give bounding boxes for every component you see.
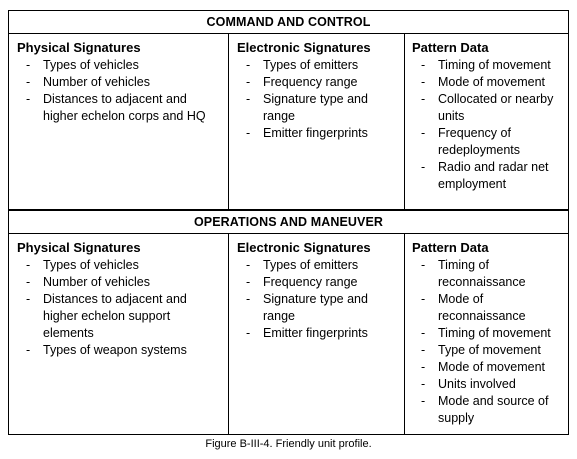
list-item: Types of emitters	[237, 257, 398, 274]
list-item: Frequency range	[237, 74, 398, 91]
list-item: Types of emitters	[237, 57, 398, 74]
section-title: OPERATIONS AND MANEUVER	[9, 211, 568, 234]
list-item: Timing of movement	[412, 57, 562, 74]
list-item: Radio and radar net employment	[412, 159, 562, 193]
column-heading: Physical Signatures	[17, 240, 141, 255]
list-item: Timing of reconnaissance	[412, 257, 562, 291]
section-operations-and-maneuver: OPERATIONS AND MANEUVER Physical Signatu…	[9, 209, 568, 434]
column-physical-signatures: Physical Signatures Types of vehicles Nu…	[9, 234, 228, 434]
list-item: Number of vehicles	[17, 274, 222, 291]
list-item: Distances to adjacent and higher echelon…	[17, 91, 222, 125]
column-heading: Physical Signatures	[17, 40, 141, 55]
list-item: Frequency range	[237, 274, 398, 291]
list-item: Mode of movement	[412, 359, 562, 376]
list-item: Timing of movement	[412, 325, 562, 342]
list-item: Distances to adjacent and higher echelon…	[17, 291, 222, 342]
figure-caption: Figure B-III-4. Friendly unit profile.	[205, 438, 372, 450]
list-item: Number of vehicles	[17, 74, 222, 91]
column-heading: Electronic Signatures	[237, 40, 371, 55]
column-heading: Pattern Data	[412, 240, 489, 255]
list-item: Units involved	[412, 376, 562, 393]
column-heading: Pattern Data	[412, 40, 489, 55]
list-item: Frequency of redeployments	[412, 125, 562, 159]
list-item: Emitter fingerprints	[237, 125, 398, 142]
list-item: Types of vehicles	[17, 257, 222, 274]
list-item: Types of vehicles	[17, 57, 222, 74]
profile-table: COMMAND AND CONTROL Physical Signatures …	[8, 10, 569, 435]
list-item: Mode and source of supply	[412, 393, 562, 427]
list-item: Emitter fingerprints	[237, 325, 398, 342]
column-heading: Electronic Signatures	[237, 240, 371, 255]
list-item: Signature type and range	[237, 291, 398, 325]
column-electronic-signatures: Electronic Signatures Types of emitters …	[228, 34, 404, 209]
section-command-and-control: COMMAND AND CONTROL Physical Signatures …	[9, 11, 568, 209]
column-pattern-data: Pattern Data Timing of movement Mode of …	[404, 34, 568, 209]
section-title: COMMAND AND CONTROL	[9, 11, 568, 34]
column-electronic-signatures: Electronic Signatures Types of emitters …	[228, 234, 404, 434]
list-item: Mode of movement	[412, 74, 562, 91]
list-item: Types of weapon systems	[17, 342, 222, 359]
list-item: Type of movement	[412, 342, 562, 359]
list-item: Mode of reconnaissance	[412, 291, 562, 325]
list-item: Collocated or nearby units	[412, 91, 562, 125]
column-physical-signatures: Physical Signatures Types of vehicles Nu…	[9, 34, 228, 209]
list-item: Signature type and range	[237, 91, 398, 125]
column-pattern-data: Pattern Data Timing of reconnaissance Mo…	[404, 234, 568, 434]
